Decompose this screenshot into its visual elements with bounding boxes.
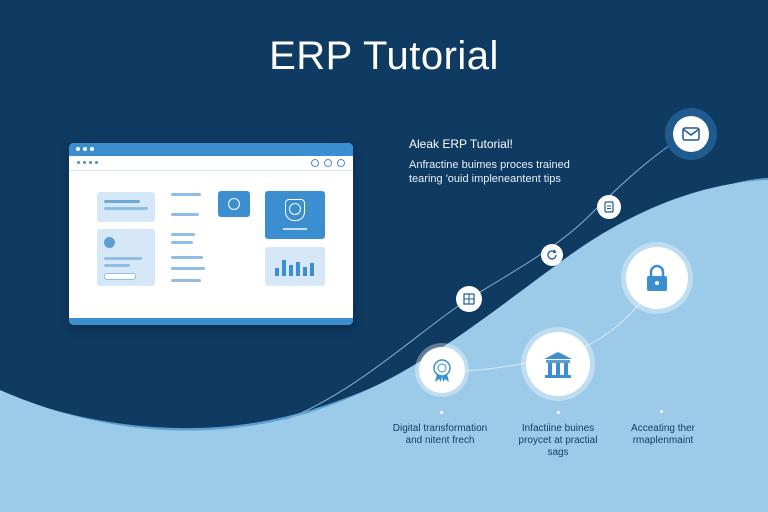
chart-bar (310, 263, 314, 276)
info-line-2: tearing 'ouid impleneantent tips (409, 173, 561, 185)
window-dot (76, 147, 80, 151)
caption-business-projects: Infactiine buines proycet at practial sa… (503, 423, 613, 459)
window-controls (76, 147, 94, 151)
document-icon[interactable] (597, 195, 621, 219)
window-dot (83, 147, 87, 151)
text-line (171, 213, 199, 216)
text-line (171, 233, 195, 236)
bar-chart-icon (265, 247, 325, 286)
grid-glyph (463, 293, 475, 305)
caption-marker (440, 411, 443, 414)
caption-implementation: Acceating ther rmaplenmaint (608, 423, 718, 447)
window-dot (90, 147, 94, 151)
text-line (104, 207, 148, 210)
text-line (104, 257, 142, 260)
browser-footer (69, 318, 353, 325)
text-line (104, 200, 140, 203)
settings-icon (324, 159, 332, 167)
page-title: ERP Tutorial (269, 34, 499, 78)
mail-icon[interactable] (673, 116, 709, 152)
info-heading: Aleak ERP Tutorial! (409, 137, 513, 151)
chart-bar (303, 267, 307, 276)
refresh-glyph (547, 249, 557, 260)
lock-glyph (647, 264, 667, 291)
building-icon[interactable] (526, 332, 590, 396)
caption-line: Acceating ther (631, 423, 695, 434)
toolbar-dot (83, 161, 86, 164)
text-line (171, 267, 205, 270)
badge-label-line (283, 228, 307, 230)
document-glyph (604, 201, 614, 213)
building-glyph (544, 352, 572, 378)
shield-shape (285, 199, 305, 221)
text-line (171, 256, 203, 259)
text-line (171, 279, 201, 282)
avatar-icon (104, 237, 115, 248)
caption-line: and nitent frech (405, 435, 475, 446)
browser-title-bar (69, 143, 353, 156)
text-line (171, 241, 193, 244)
content-card (97, 229, 155, 286)
toolbar-dot (89, 161, 92, 164)
info-description: Anfractine buimes proces trained tearing… (409, 158, 609, 186)
refresh-icon[interactable] (541, 244, 563, 266)
award-badge-icon[interactable] (419, 347, 465, 393)
text-line (104, 264, 130, 267)
browser-toolbar (69, 156, 353, 171)
text-line (171, 193, 201, 196)
lock-icon[interactable] (626, 247, 688, 309)
caption-marker (660, 410, 663, 413)
toolbar-dot (95, 161, 98, 164)
browser-mockup (69, 143, 353, 325)
chart-bar (289, 265, 293, 276)
clock-icon (218, 191, 250, 217)
clock-face (228, 198, 240, 210)
info-line-1: Anfractine buimes proces trained (409, 159, 570, 171)
toolbar-dot (77, 161, 80, 164)
chart-bar (275, 268, 279, 276)
caption-marker (557, 411, 560, 414)
toolbar-icons (311, 159, 345, 167)
chart-bar (296, 262, 300, 276)
content-card (97, 192, 155, 222)
refresh-icon (311, 159, 319, 167)
toolbar-dots (77, 161, 98, 164)
caption-line: sags (547, 447, 569, 458)
globe-shield-icon (265, 191, 325, 239)
menu-icon (337, 159, 345, 167)
caption-digital-transformation: Digital transformation and nitent frech (385, 423, 495, 447)
chart-bar (282, 260, 286, 276)
caption-line: Infactiine buines (521, 423, 595, 434)
award-glyph (433, 359, 451, 382)
grid-icon[interactable] (456, 286, 482, 312)
mail-glyph (682, 127, 700, 141)
toggle-icon (104, 273, 136, 280)
globe-shape (289, 203, 301, 215)
caption-line: proycet at practial (518, 435, 598, 446)
caption-line: rmaplenmaint (632, 435, 694, 446)
caption-line: Digital transformation (392, 423, 488, 434)
